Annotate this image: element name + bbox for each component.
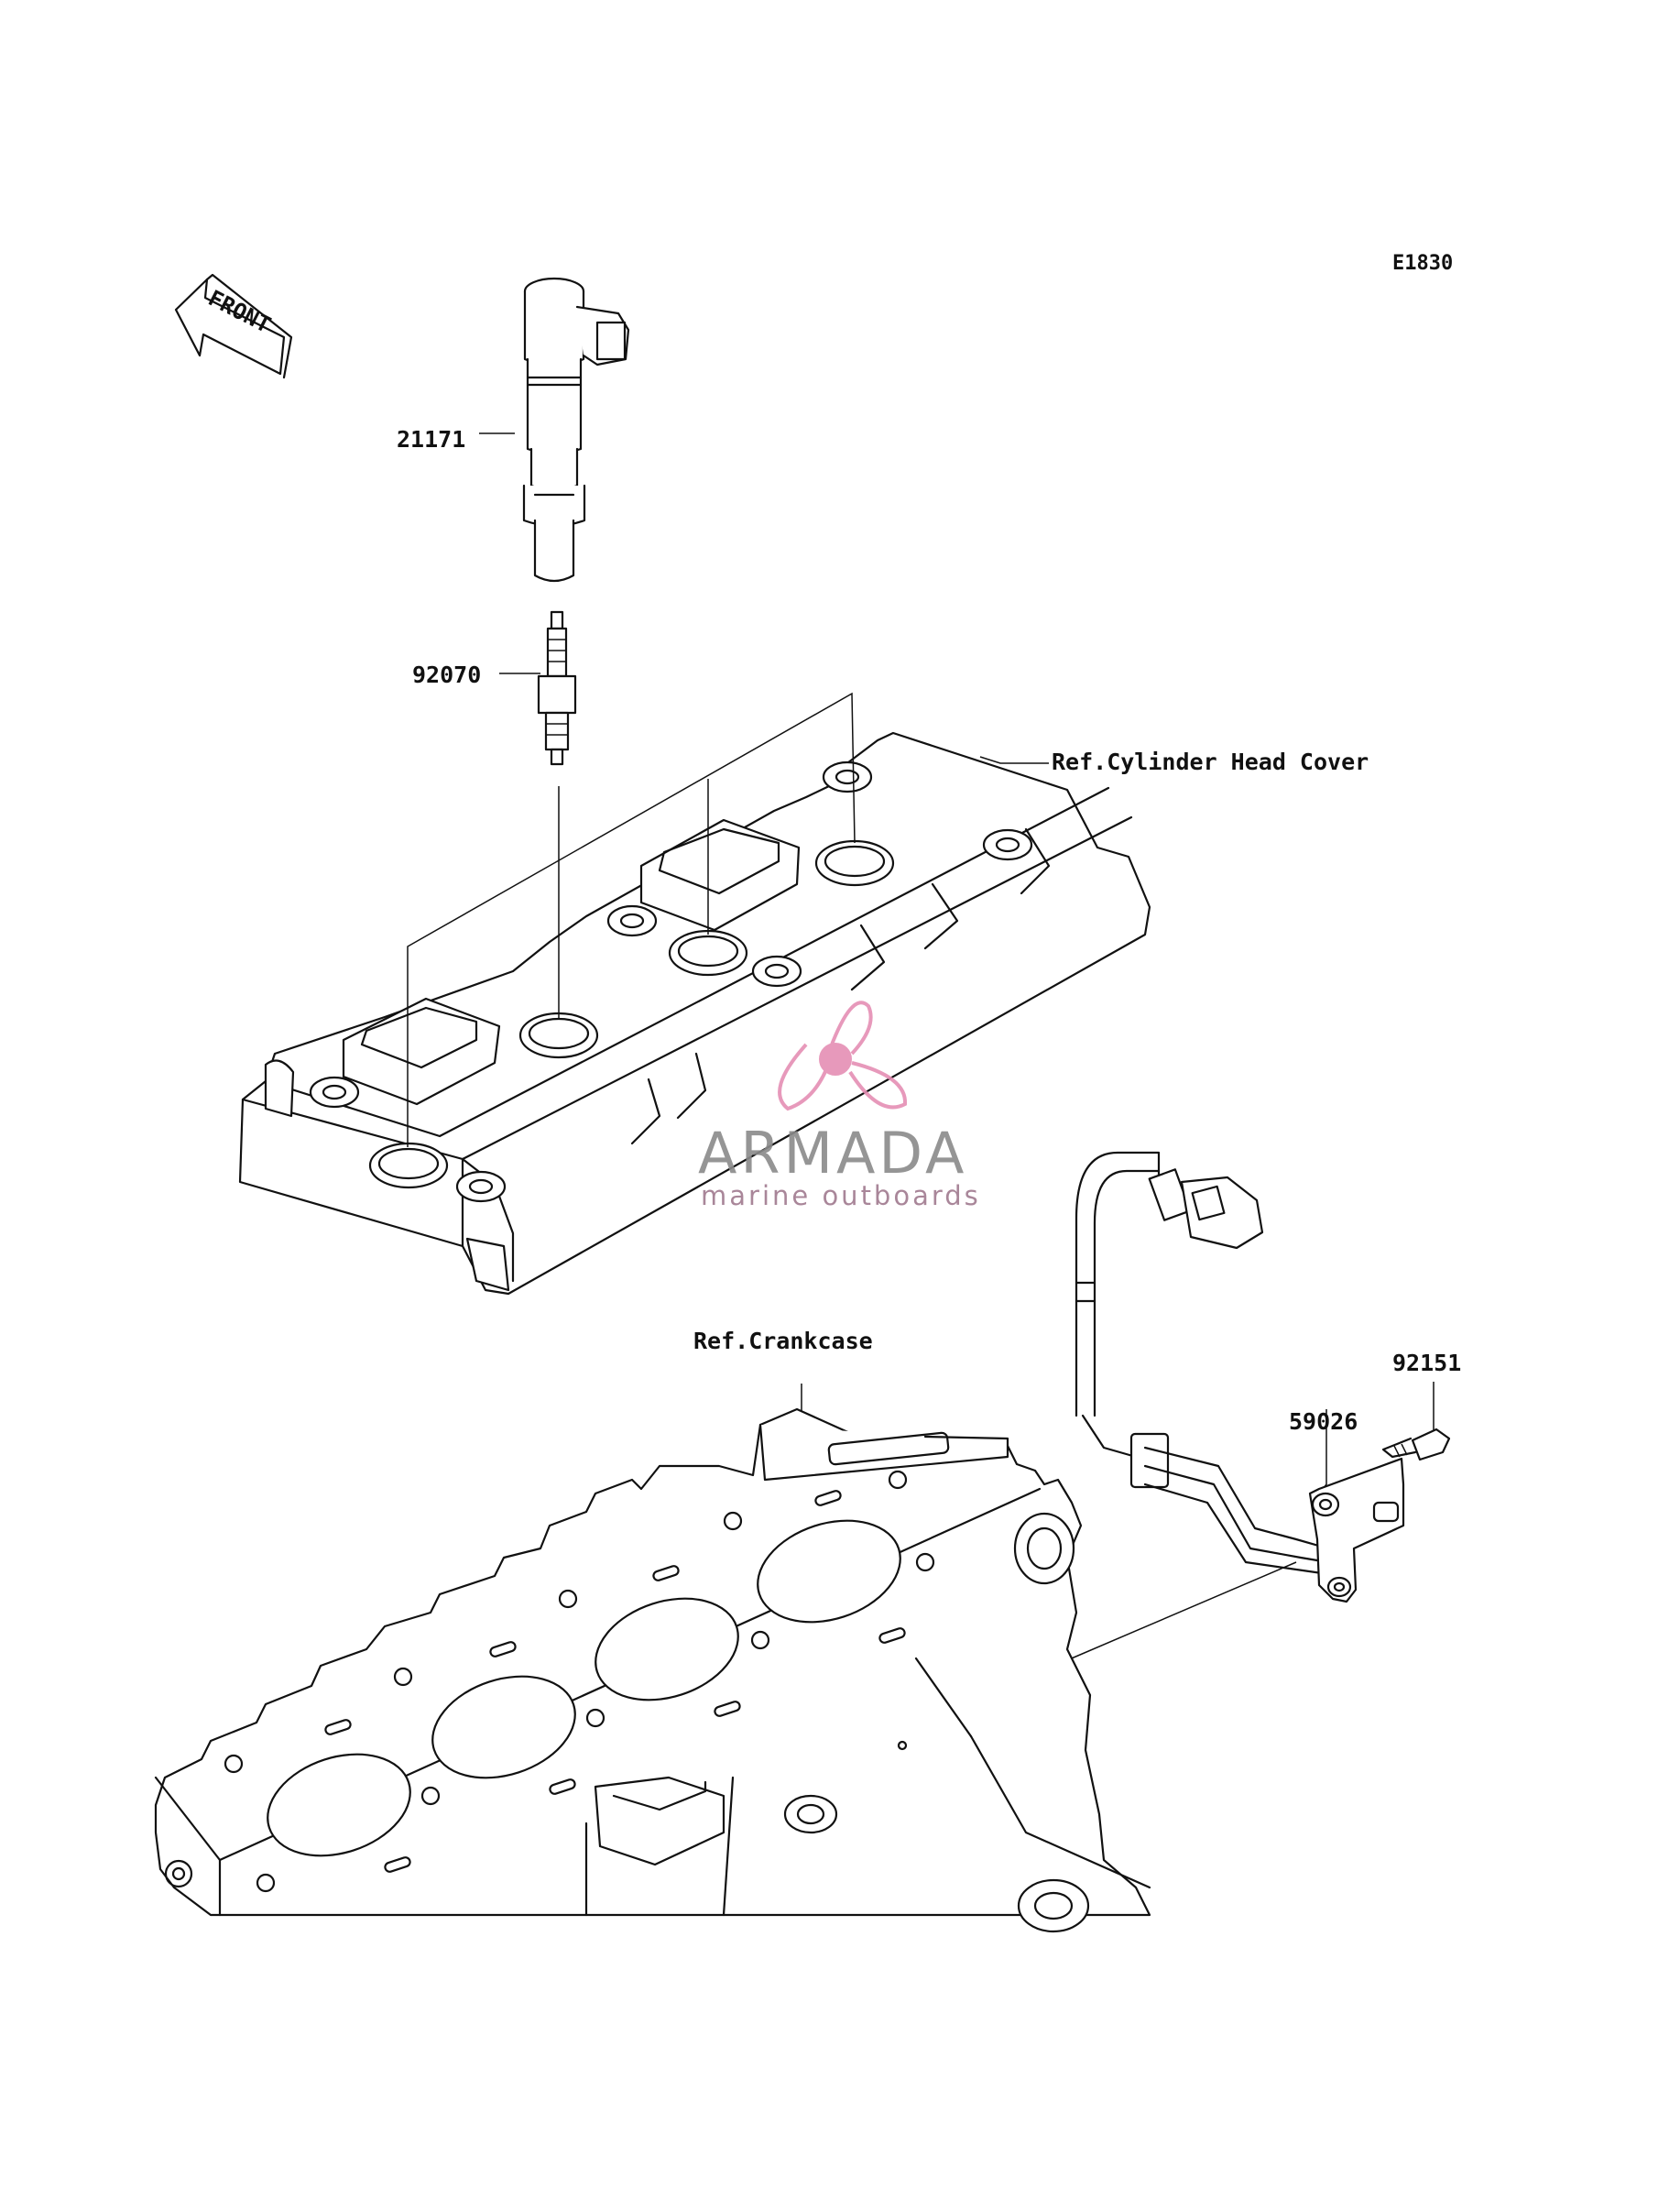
watermark: ARMADA marine outboards: [698, 1001, 981, 1211]
diagram-code: E1830: [1392, 252, 1453, 275]
crankshaft-sensor: [1075, 1151, 1451, 1603]
propeller-logo-icon: [778, 1001, 908, 1111]
cylinder-head-cover: [238, 731, 1151, 1296]
crankcase: [154, 1407, 1151, 1933]
part-number: 21171: [397, 426, 465, 453]
front-arrow-icon: FRONT: [174, 273, 293, 379]
reference-label: Ref.Crankcase: [693, 1328, 873, 1354]
watermark-tagline: marine outboards: [701, 1180, 981, 1211]
ignition-coil: [522, 277, 630, 583]
reference-label: Ref.Cylinder Head Cover: [1052, 749, 1369, 775]
spark-plug: [537, 610, 577, 766]
part-number: 92151: [1392, 1350, 1461, 1376]
watermark-brand: ARMADA: [698, 1120, 967, 1187]
part-number: 59026: [1289, 1408, 1358, 1435]
part-number: 92070: [412, 662, 481, 688]
